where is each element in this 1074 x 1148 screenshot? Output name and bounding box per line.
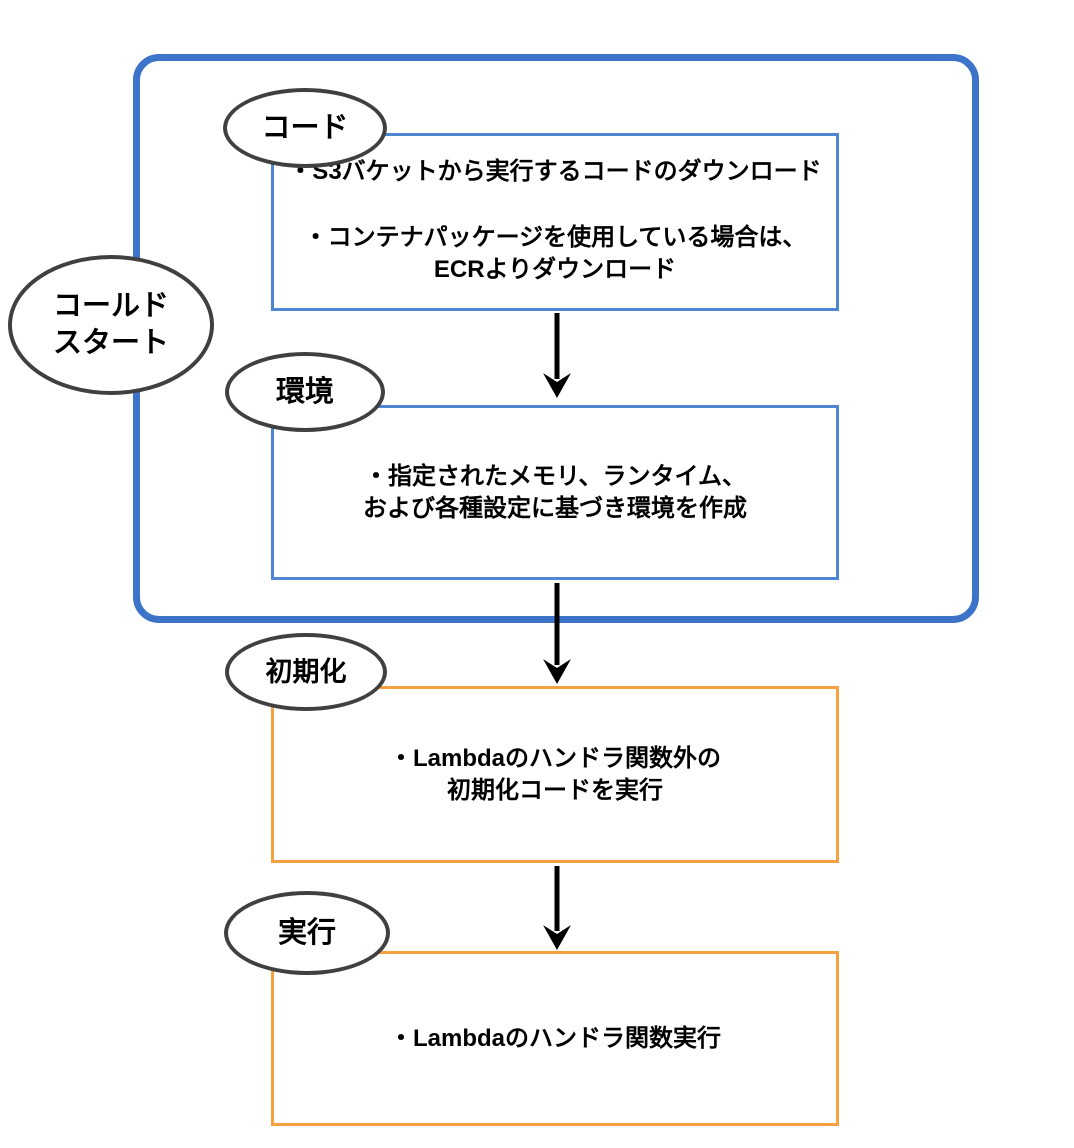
stage-ellipse-code: コード [223, 88, 387, 168]
stage-label-initialization: 初期化 [265, 657, 347, 687]
environment-box-line2: および各種設定に基づき環境を作成 [363, 494, 747, 522]
environment-box-line1: ・指定されたメモリ、ランタイム、 [363, 462, 747, 490]
stage-label-code: コード [261, 112, 349, 144]
code-box-paragraph: ・S3バケットから実行するコードのダウンロード [288, 156, 821, 188]
execution-box-line1: ・Lambdaのハンドラ関数実行 [388, 1024, 721, 1052]
cold-start-ellipse: コールド スタート [8, 255, 214, 395]
stage-ellipse-execution: 実行 [224, 891, 390, 975]
stage-label-environment: 環境 [275, 376, 334, 408]
execution-box-paragraph: ・Lambdaのハンドラ関数実行 [389, 1023, 721, 1055]
arrow-down-icon [543, 866, 571, 950]
code-box-paragraph: ・コンテナパッケージを使用している場合は、 ECRよりダウンロード [304, 222, 807, 286]
initialization-box-line2: 初期化コードを実行 [446, 776, 663, 804]
arrow-down-icon [543, 313, 571, 398]
initialization-box-paragraph: ・Lambdaのハンドラ関数外の 初期化コードを実行 [389, 743, 721, 807]
initialization-box-line1: ・Lambdaのハンドラ関数外の [388, 744, 721, 772]
stage-ellipse-initialization: 初期化 [225, 633, 387, 711]
stage-label-execution: 実行 [277, 917, 336, 949]
environment-box: ・指定されたメモリ、ランタイム、 および各種設定に基づき環境を作成 [271, 405, 839, 580]
code-box-line3: ECRよりダウンロード [433, 256, 677, 283]
environment-box-paragraph: ・指定されたメモリ、ランタイム、 および各種設定に基づき環境を作成 [363, 461, 747, 525]
arrow-down-icon [543, 583, 571, 684]
stage-ellipse-environment: 環境 [225, 352, 385, 432]
code-box-line1: ・S3バケットから実行するコードのダウンロード [288, 158, 822, 185]
code-box: ・S3バケットから実行するコードのダウンロード ・コンテナパッケージを使用してい… [271, 133, 839, 311]
code-box-line2: ・コンテナパッケージを使用している場合は、 [303, 224, 807, 251]
cold-start-label-line2: スタート [52, 327, 169, 359]
cold-start-label-line1: コールド [52, 290, 169, 322]
execution-box: ・Lambdaのハンドラ関数実行 [271, 951, 839, 1126]
initialization-box: ・Lambdaのハンドラ関数外の 初期化コードを実行 [271, 686, 839, 863]
